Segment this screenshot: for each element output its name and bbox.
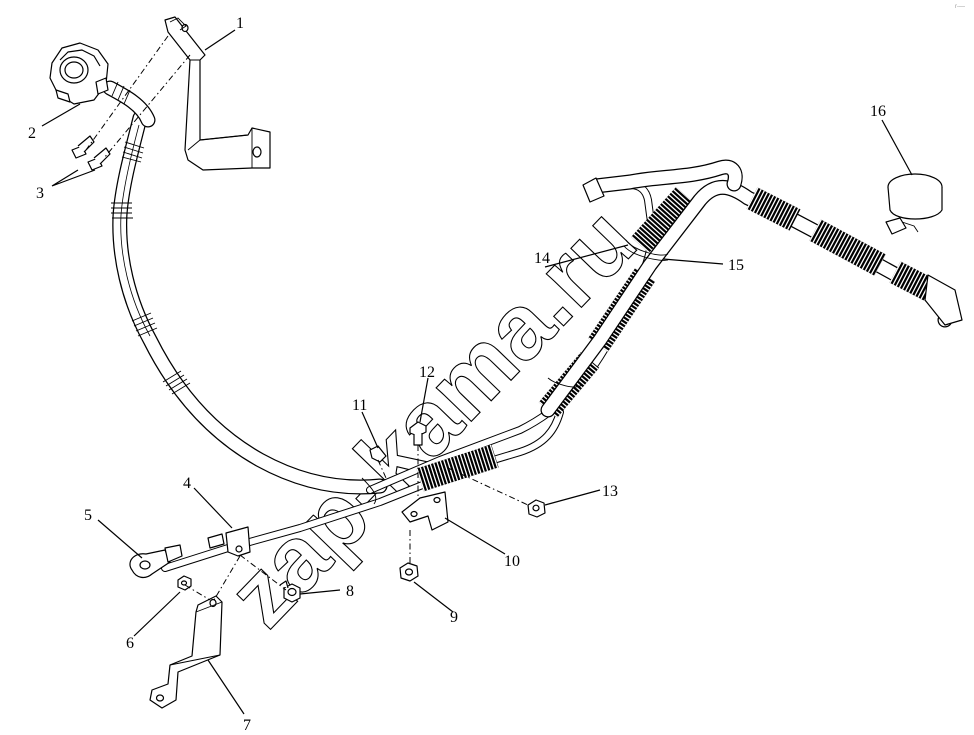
callout-14: 14 — [534, 250, 550, 267]
callout-5: 5 — [84, 507, 92, 524]
assembly-line — [377, 459, 387, 479]
left-hose — [111, 110, 388, 495]
callout-13: 13 — [602, 483, 618, 500]
callout-7: 7 — [243, 717, 251, 734]
callout-10: 10 — [504, 553, 520, 570]
callout-9: 9 — [450, 609, 458, 626]
callout-15: 15 — [728, 257, 744, 274]
filler-cap[interactable] — [49, 42, 109, 105]
assembly-line — [184, 584, 211, 601]
upper-bracket[interactable] — [164, 16, 271, 171]
bolt-8[interactable] — [279, 580, 301, 603]
assembly-line — [239, 554, 287, 591]
assembly-line — [85, 35, 169, 151]
assembly-line — [447, 467, 529, 506]
lower-pipe — [161, 408, 564, 572]
callout-12: 12 — [419, 364, 435, 381]
fitting-11[interactable] — [369, 445, 387, 463]
callout-4: 4 — [183, 475, 191, 492]
left-hose-bands — [111, 141, 191, 395]
lower-bracket[interactable] — [149, 595, 223, 709]
mount-bracket-10[interactable] — [401, 491, 449, 531]
corner-mark: r-— — [955, 4, 965, 10]
hose-clamp-16[interactable] — [885, 173, 943, 235]
callout-1: 1 — [236, 15, 244, 32]
pipe-clip[interactable] — [207, 526, 251, 557]
pipe-elbow-top — [582, 159, 743, 203]
callout-11: 11 — [352, 397, 367, 414]
callout-labels: 1 2 3 4 5 6 7 8 9 10 11 12 13 14 15 16 — [28, 15, 886, 734]
nut-13[interactable] — [527, 499, 546, 518]
callout-8: 8 — [346, 583, 354, 600]
callout-3: 3 — [36, 185, 44, 202]
small-bolts[interactable] — [71, 135, 111, 171]
callout-6: 6 — [126, 635, 134, 652]
right-upper-hose — [540, 179, 963, 418]
bolt-12[interactable] — [409, 421, 427, 446]
filler-elbow — [102, 80, 156, 128]
assembly-line — [103, 54, 191, 159]
assembly-line — [213, 555, 241, 601]
nut-9[interactable] — [399, 562, 419, 582]
callout-2: 2 — [28, 125, 36, 142]
watermark-text: zap-kama.ru — [209, 189, 655, 646]
callout-16: 16 — [870, 103, 886, 120]
hose-clamps — [361, 239, 669, 505]
callout-leaders — [41, 29, 913, 715]
